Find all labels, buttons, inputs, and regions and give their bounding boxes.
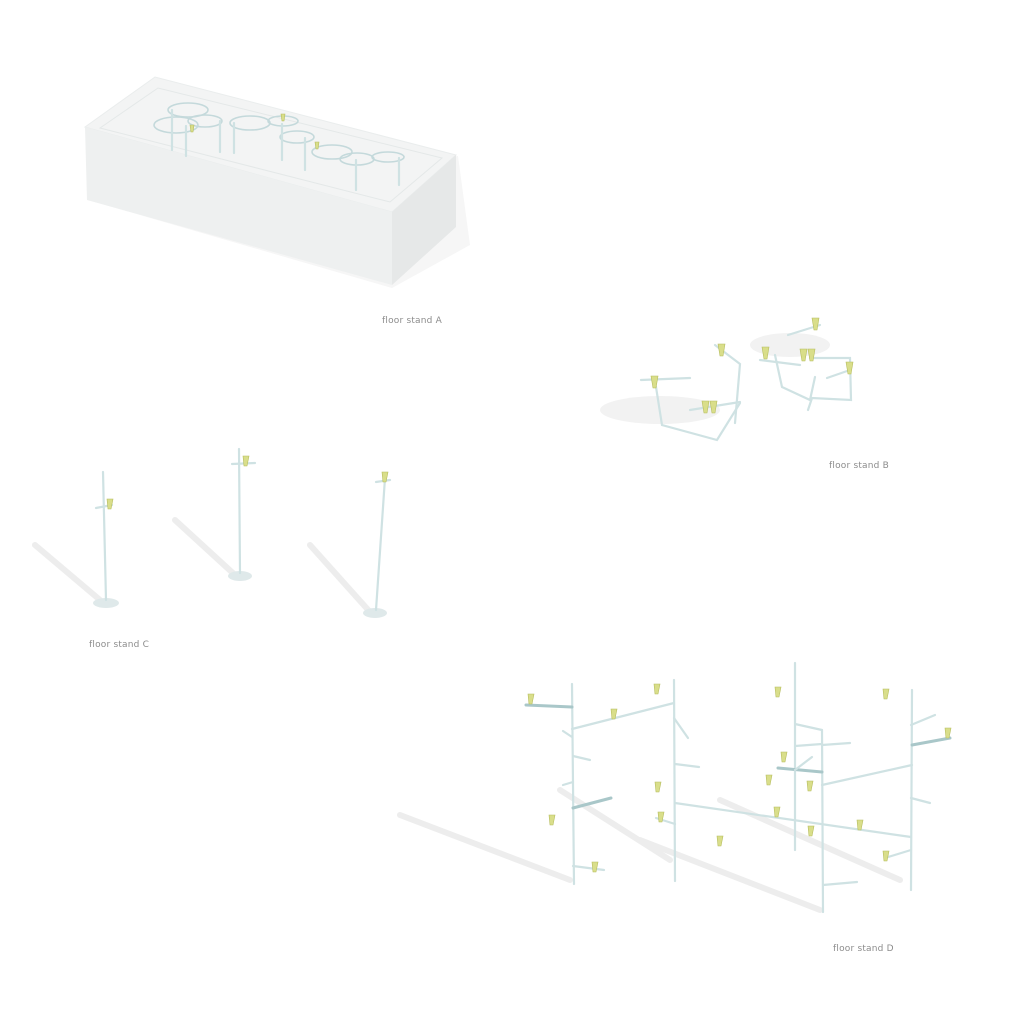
caption-floor-stand-c: floor stand C [89, 640, 150, 650]
caption-floor-stand-d: floor stand D [833, 944, 894, 954]
plinth-side [392, 155, 456, 285]
stand-d-branches [561, 713, 937, 887]
pole-3 [363, 471, 392, 618]
stand-d-uprights [570, 661, 914, 914]
stand-d-crossbars [524, 701, 952, 839]
stand-d-shadows [397, 787, 903, 913]
plinth-recess [98, 87, 444, 203]
plinth-front [85, 127, 392, 285]
caption-floor-stand-a: floor stand A [382, 316, 443, 326]
pole-2 [228, 447, 257, 581]
pole-1 [93, 470, 119, 608]
ring-cluster [153, 102, 405, 192]
stand-b-vases [650, 317, 854, 414]
stand-c-shadows [32, 517, 373, 615]
caption-floor-stand-b: floor stand B [829, 461, 890, 471]
stand-d-vases [527, 683, 952, 873]
